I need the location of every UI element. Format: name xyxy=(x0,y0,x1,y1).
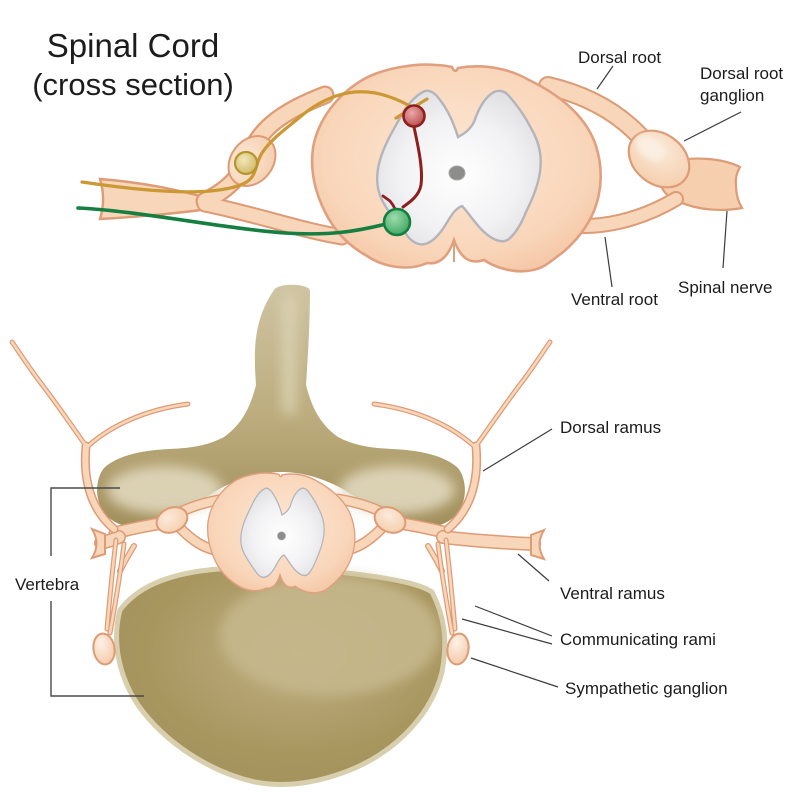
left-dorsal-ramus-medial-branch xyxy=(83,401,191,451)
left-bottom-nerves xyxy=(9,339,230,666)
left-ganglion-small xyxy=(155,506,189,534)
label-sympathetic-ganglion: Sympathetic ganglion xyxy=(565,679,728,698)
label-spinal-nerve: Spinal nerve xyxy=(678,278,773,297)
spinous-process-highlight xyxy=(282,295,296,415)
sensory-fiber-orange xyxy=(80,90,412,194)
interneuron-axon-red xyxy=(401,125,423,209)
spinal-nerve-leader xyxy=(722,210,728,269)
ventral-root-leader xyxy=(604,236,613,288)
motor-neuron-cell-body xyxy=(382,207,412,237)
motor-fiber-green xyxy=(76,206,388,236)
sympathetic-ganglion-leader xyxy=(470,657,559,688)
right-sympathetic-ganglion xyxy=(446,632,470,666)
left-sympathetic-ganglion xyxy=(92,632,116,666)
label-communicating-rami: Communicating rami xyxy=(560,630,716,649)
text-labels: Spinal Cord (cross section) Dorsal root … xyxy=(15,27,783,698)
label-dorsal-root: Dorsal root xyxy=(578,48,661,67)
dorsal-root-ganglion-leader xyxy=(683,111,742,142)
neurons xyxy=(76,90,429,237)
right-spinal-nerve xyxy=(538,76,744,234)
diagram-title-line1: Spinal Cord xyxy=(47,27,219,64)
left-ventral-ramus-cut-end xyxy=(89,527,106,560)
right-ganglion-small xyxy=(373,506,407,534)
right-ventral-ramus-cut-end xyxy=(530,528,547,561)
leader-lines xyxy=(50,65,742,697)
diagram-title-line2: (cross section) xyxy=(32,67,234,102)
dorsal-root-leader xyxy=(596,65,614,90)
vertebra-bracket xyxy=(50,487,144,697)
communicating-rami-leader-2 xyxy=(461,618,553,645)
ganglion-highlight xyxy=(635,135,665,161)
interneuron-cell-body xyxy=(402,104,426,128)
cord-cross-section-small xyxy=(206,472,356,594)
vertebra-figure xyxy=(9,284,553,787)
right-dorsal-ramus-medial-branch xyxy=(371,401,479,451)
label-dorsal-ramus: Dorsal ramus xyxy=(560,418,661,437)
vertebral-arch xyxy=(97,284,465,528)
label-ventral-ramus: Ventral ramus xyxy=(560,584,665,603)
dorsal-ramus-leader xyxy=(482,428,553,472)
vertebral-body-highlight xyxy=(220,575,440,695)
label-ventral-root: Ventral root xyxy=(571,290,658,309)
ventral-ramus-leader xyxy=(517,553,550,582)
cord-cross-section-large xyxy=(310,63,602,273)
label-dorsal-root-ganglion-2: ganglion xyxy=(700,86,764,105)
sensory-neuron-cell-body xyxy=(233,150,259,176)
label-vertebra: Vertebra xyxy=(15,575,80,594)
label-dorsal-root-ganglion-1: Dorsal root xyxy=(700,64,783,83)
spinal-cord-figure xyxy=(76,63,744,273)
left-spinal-nerve xyxy=(98,85,351,246)
communicating-rami-leader-1 xyxy=(474,605,553,637)
